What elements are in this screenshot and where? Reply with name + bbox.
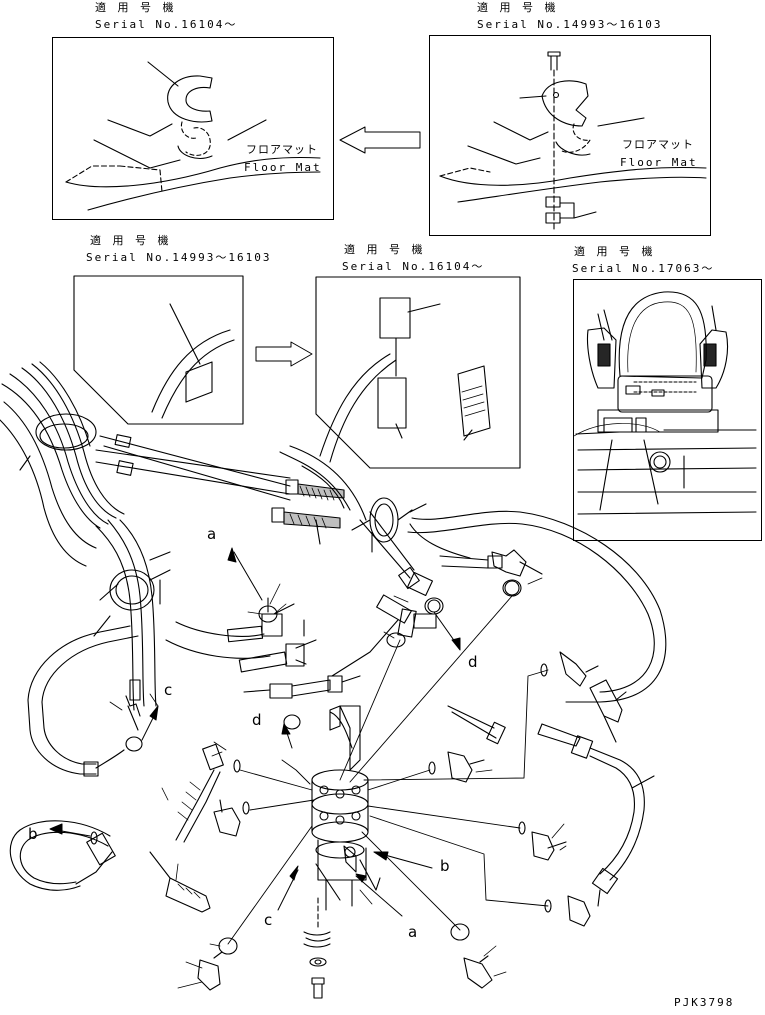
inset-panel-mid-left	[74, 276, 243, 424]
inset-top-right-heading: 適 用 号 機	[477, 1, 560, 14]
label-sketch-mid-left	[152, 304, 234, 418]
floor-mat-sketch-top-right	[440, 52, 706, 230]
fittings-middle	[244, 620, 505, 744]
hoses-left-loop	[28, 520, 170, 776]
fittings-upper-middle	[166, 598, 316, 672]
bolt-and-washer-bottom	[304, 898, 330, 998]
inset-top-right-floor-mat-en: Floor Mat	[620, 156, 698, 169]
callout-a-bottom: a	[408, 923, 418, 941]
drawing-code: PJK3798	[674, 996, 735, 1009]
inset-transition-arrow-mid	[256, 342, 312, 366]
inset-top-left-floor-mat-jp: フロアマット	[246, 143, 318, 156]
inset-mid-right-heading: 適 用 号 機	[574, 245, 657, 258]
inset-mid-left-serial: Serial No.14993～16103	[86, 251, 272, 264]
inset-top-left-floor-mat-en: Floor Mat	[244, 161, 322, 174]
callout-a-upper: a	[207, 525, 217, 543]
inset-mid-left-heading: 適 用 号 機	[90, 234, 173, 247]
callout-b-right: b	[440, 857, 450, 875]
inset-panel-mid-right	[573, 279, 762, 541]
hoses-right	[360, 511, 666, 702]
callout-d-center: d	[252, 711, 262, 729]
hose-loop-b	[10, 821, 115, 890]
o-rings	[91, 580, 551, 954]
inset-top-left-heading: 適 用 号 機	[95, 1, 178, 14]
leader-lines	[228, 596, 548, 944]
hose-clamp-upper	[352, 498, 426, 552]
inset-top-left-serial: Serial No.16104～	[95, 18, 238, 31]
floor-mat-sketch-top-left	[66, 62, 320, 210]
callout-d-right: d	[468, 653, 478, 671]
callout-c-bottom: c	[264, 911, 273, 929]
hose-bundle-left	[0, 362, 366, 566]
callout-arrows	[50, 548, 460, 916]
callout-c-left: c	[164, 681, 173, 699]
fittings-upper-right	[377, 550, 542, 637]
part-leaders	[110, 578, 566, 988]
center-swivel-joint	[312, 706, 380, 910]
inset-transition-arrow-top	[340, 127, 420, 153]
elbow-fittings	[150, 744, 590, 990]
callout-b-left: b	[28, 825, 38, 843]
inset-panel-top-left	[52, 37, 334, 220]
label-sketch-mid-center	[320, 298, 490, 462]
operator-seat-sketch	[574, 292, 756, 514]
inset-top-right-serial: Serial No.14993～16103	[477, 18, 663, 31]
inset-top-right-floor-mat-jp: フロアマット	[622, 138, 694, 151]
inset-mid-right-serial: Serial No.17063～	[572, 262, 715, 275]
inset-mid-center-heading: 適 用 号 機	[344, 243, 427, 256]
inset-mid-center-serial: Serial No.16104～	[342, 260, 485, 273]
inset-panel-top-right	[429, 35, 711, 236]
fittings-right	[538, 652, 654, 906]
inset-panel-mid-center	[316, 277, 520, 468]
